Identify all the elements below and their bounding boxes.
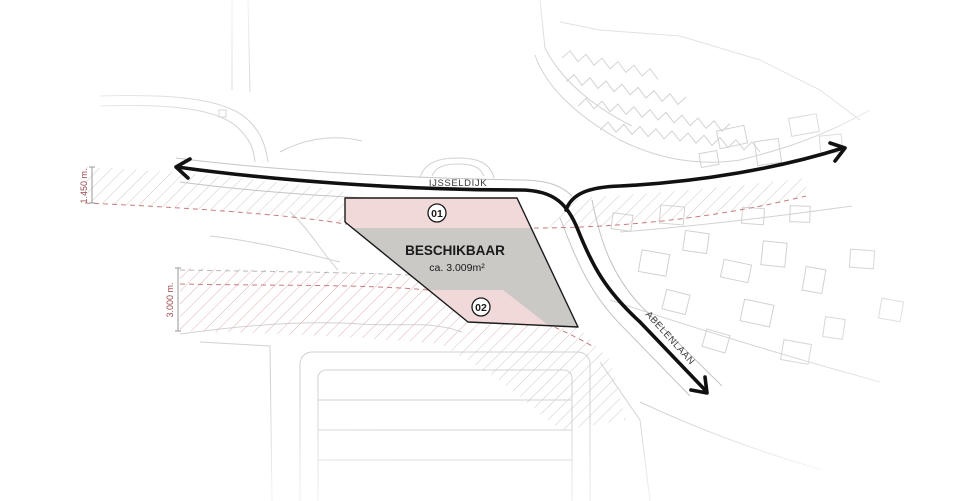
arrow-west-icon	[174, 157, 192, 180]
south-hatch	[440, 327, 626, 430]
upper-zone-dimension-label: 1.450 m.	[79, 168, 89, 203]
upper-zone-hatch-east	[540, 178, 806, 228]
upper-zone-dimension: 1.450 m.	[79, 166, 95, 204]
arrow-northeast-icon	[828, 141, 847, 163]
lower-zone-hatch	[180, 268, 578, 344]
plot-outline	[344, 197, 579, 328]
abelenlaan-edge	[559, 217, 691, 397]
arrow-southeast-icon	[689, 375, 709, 395]
plot-status-label: BESCHIKBAAR	[405, 243, 505, 258]
zone-01-label: 01	[431, 208, 443, 220]
lower-zone-dimension-label: 3.000 m.	[165, 282, 175, 317]
zone-02-label: 02	[475, 302, 487, 314]
ijsseldijk-east-road	[564, 146, 845, 212]
zone-02-badge	[471, 297, 491, 317]
zone-01-badge	[427, 203, 447, 223]
lower-zone-dimension: 3.000 m.	[165, 267, 181, 332]
ijsseldijk-edge	[175, 157, 573, 197]
upper-zone-hatch-west	[85, 167, 345, 224]
available-plot	[345, 198, 578, 327]
plot-area-label: ca. 3.009m²	[429, 262, 485, 274]
ijsseldijk-label: IJSSELDIJK	[429, 178, 487, 189]
ijsseldijk-abelenlaan-road	[175, 165, 708, 393]
abelenlaan-edge	[591, 199, 723, 387]
